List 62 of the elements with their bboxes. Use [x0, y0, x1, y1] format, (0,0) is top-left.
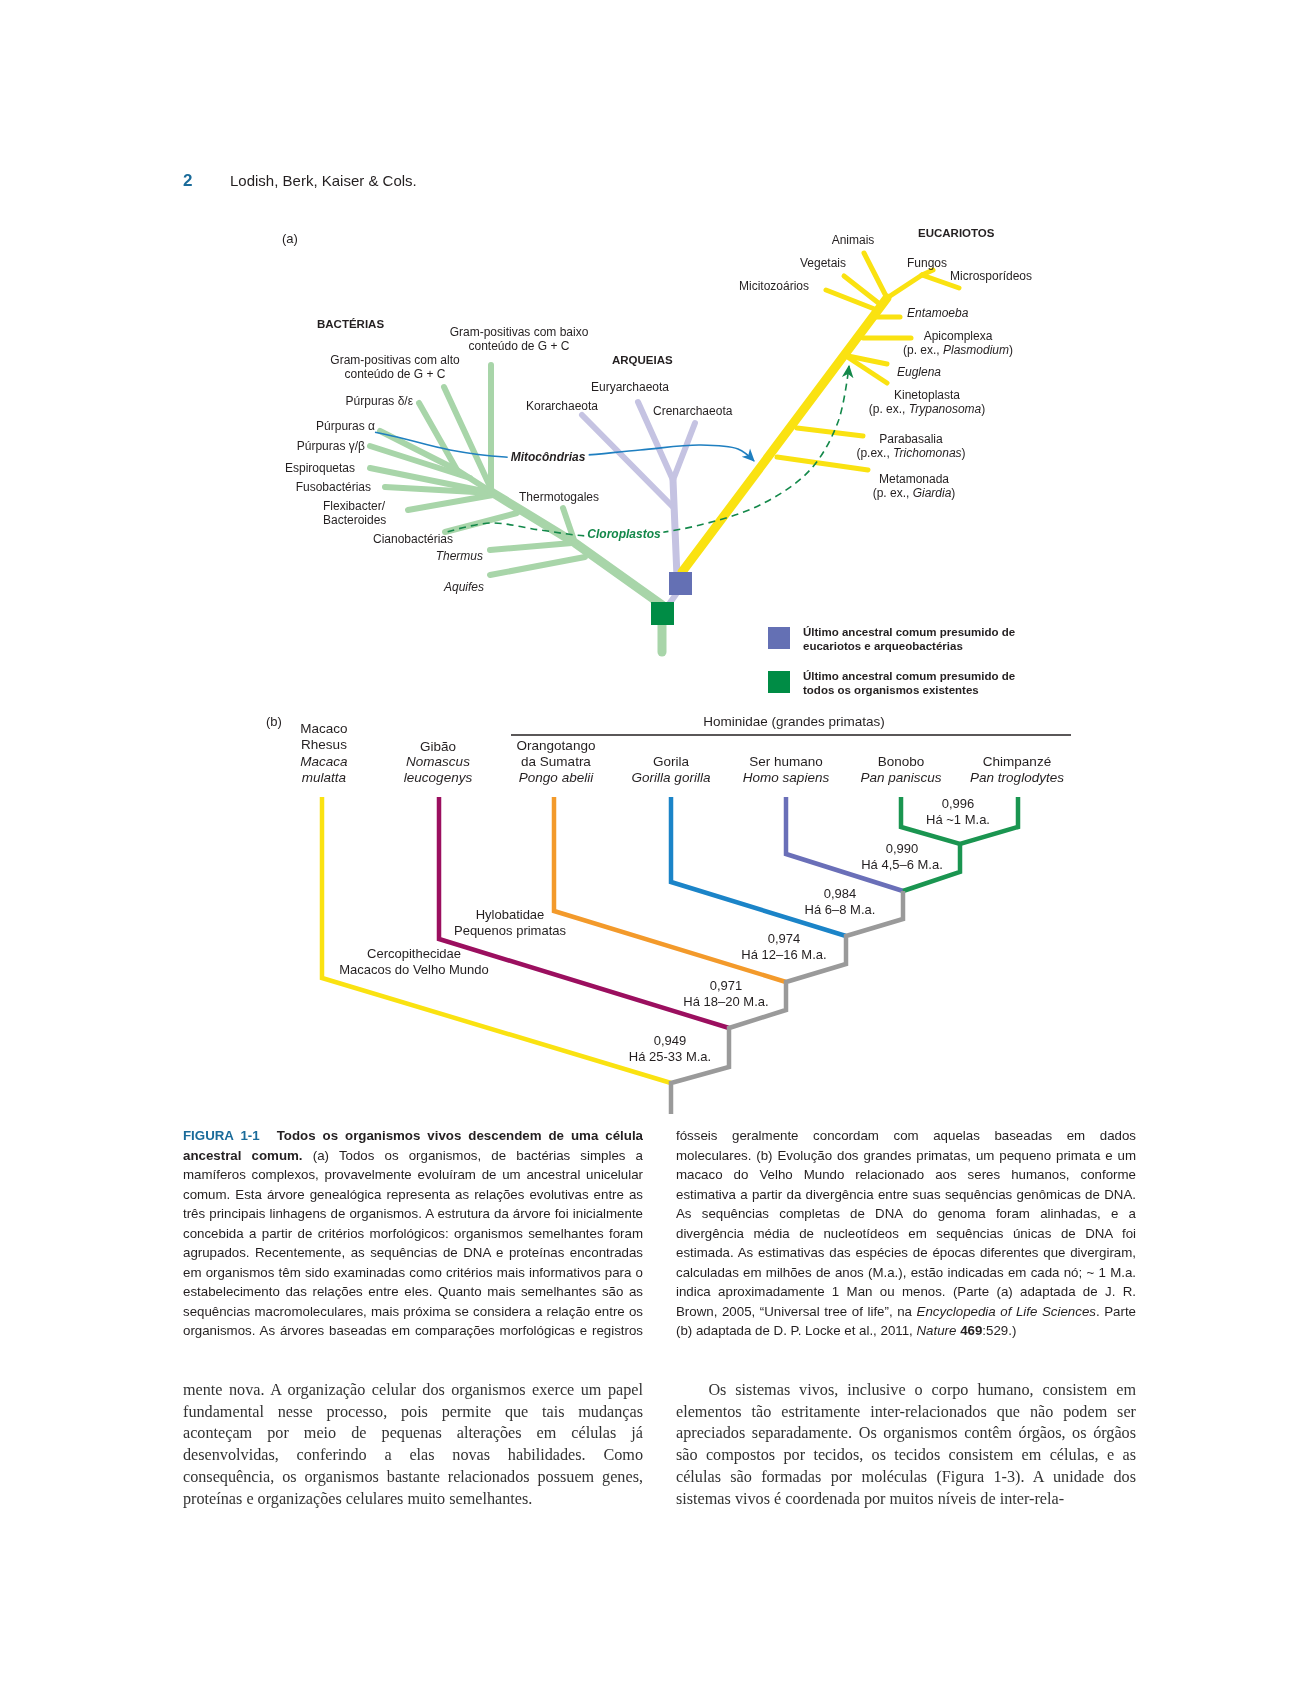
taxon-label: Cianobactérias — [373, 531, 454, 547]
divergence-label: 0,974 Há 12–16 M.a. — [741, 931, 827, 963]
panel-letter: (a) — [282, 231, 298, 247]
legend-text: Último ancestral comum presumido de todos os organismos existentes — [803, 670, 1017, 698]
group-label: Cercopithecidae Macacos do Velho Mundo — [339, 946, 489, 978]
taxon-label: Thermus — [435, 548, 483, 564]
divergence-label: 0,971 Há 18–20 M.a. — [683, 978, 769, 1010]
domain-heading: ARQUEIAS — [612, 354, 673, 368]
species-label: Gibão — [420, 738, 456, 756]
species-label: Ser humano — [749, 753, 823, 771]
body-paragraph: mente nova. A organização celular dos organismos exerce um papel fundamental nesse processo, pois permite que tais mudanças aconteçam por meio de pequenas alterações em células já desenvolvidas, conferindo a elas novas habilidades. Como consequência, os organismos bastante relacionados possuem genes, proteínas e organizações celulares muito semelhantes. — [183, 1380, 643, 1510]
taxon-label: Gram-positivas com baixo conteúdo de G + C — [449, 324, 589, 354]
domain-heading: EUCARIOTOS — [918, 227, 995, 241]
taxon-label: Aquifes — [443, 579, 484, 595]
species-label: Macaca mulatta — [300, 753, 348, 787]
divergence-label: 0,984 Há 6–8 M.a. — [804, 886, 876, 918]
taxon-label: Euglena — [897, 364, 942, 380]
taxon-label: Animais — [831, 232, 875, 248]
running-head: Lodish, Berk, Kaiser & Cols. — [230, 172, 417, 190]
taxon-label: Kinetoplasta (p. ex., Trypanosoma) — [868, 387, 986, 417]
species-label: Homo sapiens — [742, 769, 830, 787]
species-label: Pan troglodytes — [970, 769, 1064, 787]
page-number: 2 — [183, 170, 193, 192]
taxon-label: Micitozoários — [739, 278, 810, 294]
taxon-label: Fungos — [907, 255, 948, 271]
taxon-label: Espiroquetas — [284, 460, 355, 476]
species-label: Macaco Rhesus — [300, 720, 348, 754]
figure-caption: FIGURA 1-1 Todos os organismos vivos descendem de uma célula ancestral comum. (a) Todos os organismos, de bactérias simples a mamíferos complexos, provavelmente evoluíram de um ancestral unicelular comum. Esta árvore genealógica representa as relações evolutivas entre as três principais linhagens de organismos. A estrutura da árvore foi inicialmente concebida a partir de critérios morfológicos: organismos semelhantes foram agrupados. Recentemente, as sequências de DNA e proteínas encontradas em organismos têm sido examinadas como critérios mais informativos para o estabelecimento das relações entre eles. Quanto mais semelhantes são as sequências macromoleculares, mais próxima se considera a relação entre os organismos. As árvores baseadas em comparações morfológicas e registros fósseis geralmente concordam com aquelas baseadas em dados moleculares. (b) Evolução dos grandes primatas, um pequeno primata e um macaco do Velho Mundo relacionado aos seres humanos, conforme estimativa a partir da divergência entre suas sequências genômicas de DNA. As sequências completas de DNA do genoma foram alinhadas, e a divergência média de nucleotídeos em sequências únicas de DNA foi estimada. As estimativas das espécies de épocas diferentes que divergiram, calculadas em milhões de anos (M.a.), estão indicadas em cada nó; ~ 1 M.a. indica aproximadamente 1 Man ou menos. (Parte (a) adaptada de J. R. Brown, 2005, “Universal tree of life”, na Encyclopedia of Life Sciences. Parte (b) adaptada de D. P. Locke et al., 2011, Nature 469:529.) — [183, 1127, 1136, 1340]
species-label: Chimpanzé — [982, 753, 1052, 771]
species-label: Gorilla gorilla — [631, 769, 711, 787]
taxon-label: Korarchaeota — [526, 398, 599, 414]
taxon-label: Crenarchaeota — [653, 403, 733, 419]
species-label: Pongo abelii — [518, 769, 594, 787]
taxon-label: Microsporídeos — [950, 268, 1033, 284]
panel-letter: (b) — [266, 714, 282, 730]
species-label: Pan paniscus — [860, 769, 942, 787]
taxon-label: Fusobactérias — [295, 479, 371, 495]
taxon-label: Euryarchaeota — [591, 379, 670, 395]
taxon-label: Thermotogales — [519, 489, 600, 505]
edge-label: Cloroplastos — [584, 527, 664, 542]
taxon-label: Gram-positivas com alto conteúdo de G + C — [330, 352, 460, 382]
taxon-label: Metamonada (p. ex., Giardia) — [872, 471, 956, 501]
taxon-label: Flexibacter/ Bacteroides — [323, 498, 387, 528]
species-label: Nomascus leucogenys — [403, 753, 473, 787]
group-label: Hylobatidae Pequenos primatas — [454, 907, 566, 939]
domain-heading: BACTÉRIAS — [317, 318, 385, 332]
taxon-label: Púrpuras α — [316, 418, 375, 434]
species-label: Orangotango da Sumatra — [516, 737, 596, 771]
taxon-label: Púrpuras γ/β — [296, 438, 365, 454]
divergence-label: 0,949 Há 25-33 M.a. — [628, 1033, 712, 1065]
divergence-label: 0,996 Há ~1 M.a. — [926, 796, 990, 828]
divergence-label: 0,990 Há 4,5–6 M.a. — [861, 841, 943, 873]
species-label: Gorila — [653, 753, 689, 771]
species-label: Bonobo — [877, 753, 925, 771]
body-paragraph: Os sistemas vivos, inclusive o corpo humano, consistem em elementos tão estritamente inter-relacionados que não podem ser apreciados separadamente. Os organismos contêm órgãos, os órgãos são compostos por tecidos, os tecidos consistem em células, e as células são formadas por moléculas (Figura 1-3). A unidade dos sistemas vivos é coordenada por muitos níveis de inter-rela- — [676, 1380, 1136, 1510]
legend-text: Último ancestral comum presumido de eucariotos e arqueobactérias — [803, 626, 1017, 654]
taxon-label: Entamoeba — [907, 305, 969, 321]
taxon-label: Apicomplexa (p. ex., Plasmodium) — [903, 328, 1013, 358]
taxon-label: Púrpuras δ/ε — [345, 393, 413, 409]
taxon-label: Parabasalia (p.ex., Trichomonas) — [856, 431, 966, 461]
group-label: Hominidae (grandes primatas) — [703, 713, 885, 731]
taxon-label: Vegetais — [800, 255, 847, 271]
